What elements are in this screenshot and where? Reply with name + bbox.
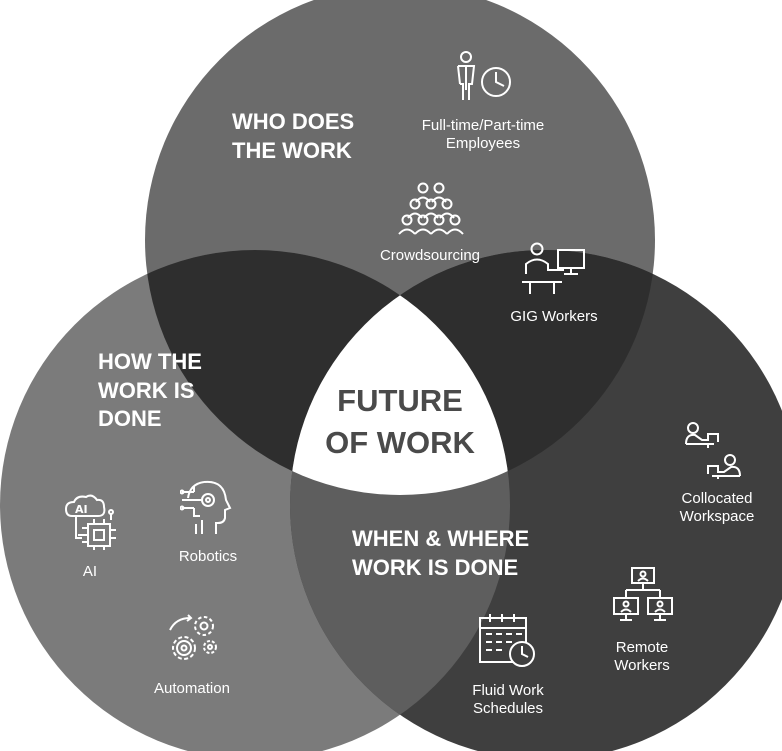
item-automation-label: Automation	[154, 680, 230, 697]
item-employees: Full-time/Part-time Employees	[398, 117, 568, 152]
item-remote-workers: Remote Workers	[592, 639, 692, 674]
item-ai-label: AI	[82, 563, 98, 580]
crowd-icon	[396, 182, 466, 236]
item-gig-workers-label: GIG Workers	[510, 308, 598, 325]
item-fluid-schedules: Fluid Work Schedules	[450, 682, 566, 717]
item-crowdsourcing-label: Crowdsourcing	[379, 247, 481, 264]
heading-who-line2: THE WORK	[232, 137, 352, 163]
center-title-line2: OF WORK	[325, 424, 475, 460]
item-collocated: Collocated Workspace	[662, 490, 772, 525]
item-robotics: Robotics	[160, 548, 256, 566]
item-robotics-label: Robotics	[178, 548, 238, 565]
item-ai: AI	[70, 563, 110, 581]
item-remote-workers-line1: Remote	[615, 639, 669, 656]
center-region	[290, 250, 510, 495]
heading-how: HOW THE WORK IS DONE	[98, 348, 202, 434]
heading-when-where-line2: WORK IS DONE	[352, 554, 519, 580]
item-fluid-schedules-line2: Schedules	[472, 699, 544, 717]
person-clock-icon	[452, 50, 518, 102]
calendar-clock-icon	[478, 612, 538, 670]
heading-how-line2: WORK IS	[98, 377, 195, 403]
item-gig-workers: GIG Workers	[494, 308, 614, 326]
svg-text:AI: AI	[75, 503, 88, 516]
center-title-line1: FUTURE	[337, 383, 463, 418]
remote-network-icon	[612, 566, 674, 626]
item-employees-line2: Employees	[445, 134, 521, 152]
center-title: FUTURE OF WORK	[300, 380, 500, 464]
ai-chip-icon: AI	[64, 494, 122, 552]
item-remote-workers-line2: Workers	[614, 656, 670, 674]
item-collocated-line1: Collocated	[681, 490, 753, 507]
heading-when-where: WHEN & WHERE WORK IS DONE	[352, 525, 529, 582]
heading-who: WHO DOES THE WORK	[232, 108, 354, 165]
item-automation: Automation	[134, 680, 250, 698]
robot-head-icon	[180, 478, 232, 536]
heading-who-line1: WHO DOES	[232, 109, 355, 134]
gears-icon	[164, 610, 224, 668]
heading-how-line1: HOW THE	[98, 349, 202, 374]
person-computer-icon	[520, 242, 588, 296]
heading-when-where-line1: WHEN & WHERE	[352, 526, 530, 551]
item-fluid-schedules-line1: Fluid Work	[472, 682, 544, 699]
heading-how-line3: DONE	[98, 406, 162, 432]
item-crowdsourcing: Crowdsourcing	[360, 247, 500, 265]
item-employees-line1: Full-time/Part-time	[421, 117, 545, 134]
desk-workers-icon	[684, 420, 742, 480]
item-collocated-line2: Workspace	[679, 507, 755, 525]
